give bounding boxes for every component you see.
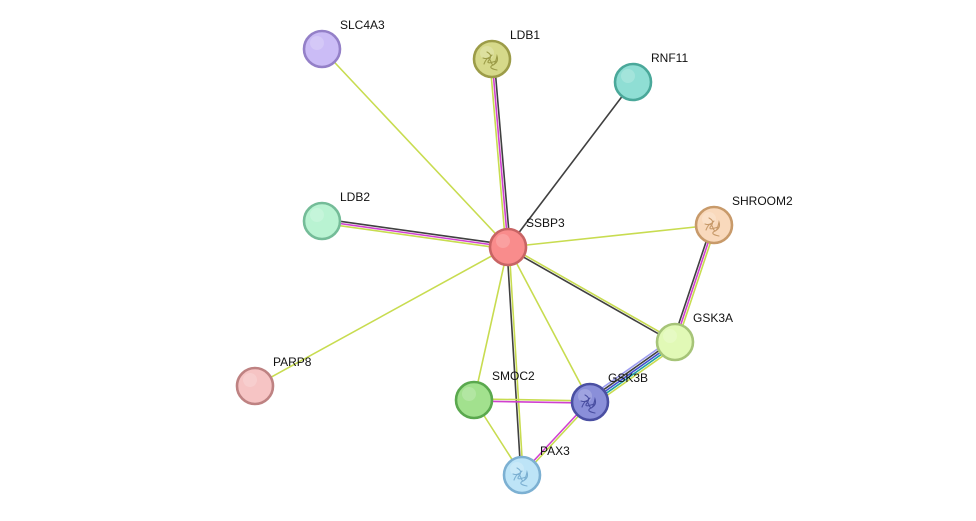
edge-evidence-line [321,48,509,248]
node-circle[interactable] [302,29,342,69]
edge-evidence-line [508,246,524,476]
edge-evidence-line [507,224,715,248]
edge-evidence-line [321,220,509,248]
node-label: PARP8 [273,355,312,369]
edge-ssbp3-parp8 [254,246,509,387]
node-circle[interactable] [694,205,734,245]
node-label: RNF11 [651,51,688,65]
edge-evidence-line [320,222,509,250]
edge-evidence-line [507,246,591,403]
node-label: LDB2 [340,190,370,204]
node-slc4a3[interactable]: SLC4A3 [302,18,385,69]
node-highlight [496,234,510,248]
node-circle[interactable] [570,382,610,422]
node-circle[interactable] [235,366,275,406]
node-circle[interactable] [655,322,695,362]
node-label: SMOC2 [492,369,535,383]
node-circle[interactable] [488,227,528,267]
node-label: SLC4A3 [340,18,385,32]
node-pax3[interactable]: PAX3 [502,444,570,495]
edge-ssbp3-gsk3a [506,245,677,344]
node-circle[interactable] [613,62,653,102]
node-circle[interactable] [472,39,512,79]
node-highlight [310,208,324,222]
edge-evidence-line [672,223,713,343]
edge-evidence-line [674,224,715,343]
node-label: SHROOM2 [732,194,793,208]
node-rnf11[interactable]: RNF11 [613,51,688,102]
node-smoc2[interactable]: SMOC2 [454,369,535,420]
edge-evidence-line [507,245,677,342]
edge-ssbp3-pax3 [506,246,524,476]
node-circle[interactable] [302,201,342,241]
node-ldb1[interactable]: LDB1 [472,28,540,79]
protein-structure-icon [580,394,597,414]
node-label: GSK3A [693,311,733,325]
node-parp8[interactable]: PARP8 [235,355,312,406]
node-label: PAX3 [540,444,570,458]
protein-structure-icon [704,217,721,237]
edge-evidence-line [321,218,510,246]
node-label: SSBP3 [526,216,565,230]
node-highlight [663,329,677,343]
node-ldb2[interactable]: LDB2 [302,190,370,241]
node-circle[interactable] [454,380,494,420]
edge-evidence-line [506,246,522,476]
edge-ssbp3-rnf11 [507,81,634,248]
edge-evidence-line [473,400,591,404]
protein-structure-icon [482,51,499,71]
node-highlight [243,373,257,387]
edge-evidence-line [491,58,509,248]
node-label: LDB1 [510,28,540,42]
edge-smoc2-gsk3b [473,398,591,404]
node-highlight [621,69,635,83]
edge-shroom2-gsk3a [672,223,717,344]
node-highlight [310,36,324,50]
node-ssbp3[interactable]: SSBP3 [488,216,565,267]
edge-evidence-line [473,398,591,402]
edge-evidence-line [676,224,717,344]
node-highlight [462,387,476,401]
edge-evidence-line [507,81,634,248]
edge-ssbp3-shroom2 [507,224,715,248]
node-gsk3b[interactable]: GSK3B [570,371,648,422]
edge-ssbp3-ldb2 [320,218,510,250]
edge-evidence-line [254,246,509,387]
edge-evidence-line [506,247,676,344]
protein-structure-icon [512,467,529,487]
edge-evidence-line [473,246,509,401]
node-label: GSK3B [608,371,648,385]
edge-evidence-line [493,58,511,248]
edge-ssbp3-gsk3b [507,246,591,403]
edge-ssbp3-smoc2 [473,246,509,401]
node-gsk3a[interactable]: GSK3A [655,311,733,362]
edge-ssbp3-slc4a3 [321,48,509,248]
node-shroom2[interactable]: SHROOM2 [694,194,793,245]
edge-evidence-line [489,58,507,248]
node-circle[interactable] [502,455,542,495]
edge-ssbp3-ldb1 [489,58,511,248]
